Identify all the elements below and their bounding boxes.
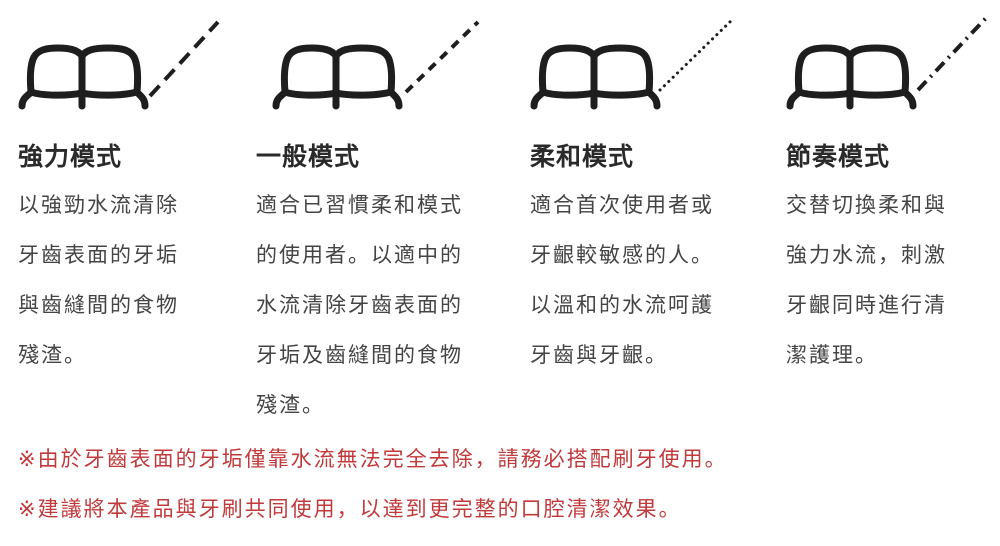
description-line: 牙齦同時進行清 — [786, 293, 947, 317]
description-line: 殘渣。 — [18, 343, 87, 367]
teeth-gentle-jet-icon — [530, 16, 736, 110]
description-line: 潔護理。 — [786, 343, 878, 367]
mode-title: 柔和模式 — [530, 142, 635, 171]
description-line: 牙齦較敏感的人。 — [530, 243, 714, 267]
description-line: 適合首次使用者或 — [530, 193, 714, 217]
description-line: 以強勁水流清除 — [18, 193, 179, 217]
description-line: 與齒縫間的食物 — [18, 293, 179, 317]
teeth-normal-jet-icon — [272, 20, 480, 110]
description-line: 牙垢及齒縫間的食物 — [256, 343, 463, 367]
teeth-strong-jet-icon — [18, 20, 220, 110]
mode-title: 節奏模式 — [786, 142, 891, 171]
description-line: 牙齒與牙齦。 — [530, 343, 668, 367]
note-line: ※由於牙齒表面的牙垢僅靠水流無法完全去除，請務必搭配刷牙使用。 — [18, 447, 728, 471]
description-line: 的使用者。以適中的 — [256, 243, 463, 267]
mode-description: 適合首次使用者或 牙齦較敏感的人。 以溫和的水流呵護 牙齒與牙齦。 — [530, 180, 714, 380]
mode-description: 以強勁水流清除 牙齒表面的牙垢 與齒縫間的食物 殘渣。 — [18, 180, 179, 380]
description-line: 以溫和的水流呵護 — [530, 293, 714, 317]
mode-description: 交替切換柔和與 強力水流，刺激 牙齦同時進行清 潔護理。 — [786, 180, 947, 380]
description-line: 殘渣。 — [256, 393, 325, 417]
mode-title: 一般模式 — [256, 142, 361, 171]
teeth-pulse-jet-icon — [786, 16, 988, 110]
mode-description: 適合已習慣柔和模式 的使用者。以適中的 水流清除牙齒表面的 牙垢及齒縫間的食物 … — [256, 180, 463, 430]
description-line: 牙齒表面的牙垢 — [18, 243, 179, 267]
description-line: 適合已習慣柔和模式 — [256, 193, 463, 217]
description-line: 水流清除牙齒表面的 — [256, 293, 463, 317]
note-line: ※建議將本產品與牙刷共同使用，以達到更完整的口腔清潔效果。 — [18, 497, 682, 521]
description-line: 交替切換柔和與 — [786, 193, 947, 217]
description-line: 強力水流，刺激 — [786, 243, 947, 267]
mode-title: 強力模式 — [18, 142, 123, 171]
notes: ※由於牙齒表面的牙垢僅靠水流無法完全去除，請務必搭配刷牙使用。 ※建議將本產品與… — [18, 434, 728, 534]
